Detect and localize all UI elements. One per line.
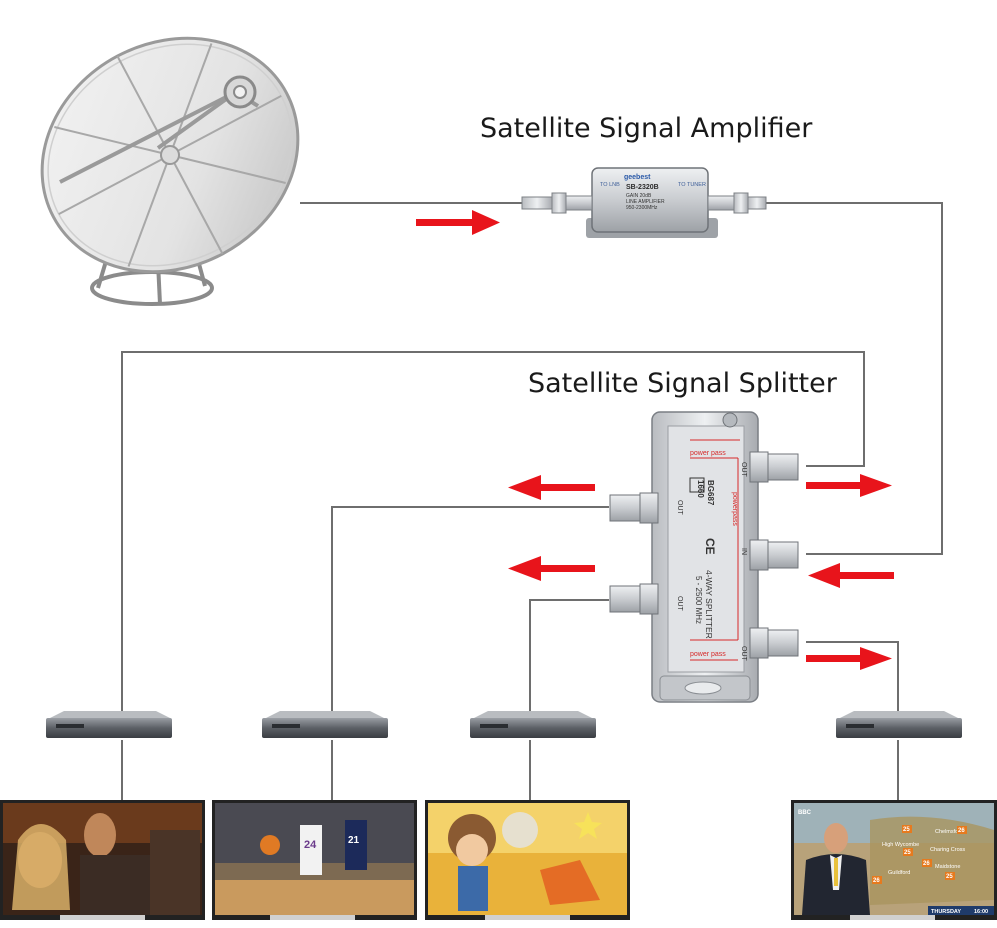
splitter-red-traces — [690, 439, 740, 661]
arrow-in — [808, 563, 894, 588]
tv-3-cartoon — [425, 800, 630, 920]
splitter-power-pass-bottom: power pass — [690, 651, 726, 658]
tv4-place-5: Maidstone — [935, 864, 960, 870]
receivers — [46, 711, 962, 738]
splitter-out2-label: OUT — [676, 500, 683, 516]
splitter-power-pass-mid: powerpass — [731, 492, 738, 526]
satellite-dish — [40, 36, 300, 306]
splitter-out3-label: OUT — [676, 596, 683, 612]
cable-splitter-out1-to-receiver1 — [121, 351, 865, 714]
signal-splitter: power pass power pass powerpass IN OUT O… — [609, 411, 799, 703]
splitter-ce-mark: CE — [703, 538, 717, 555]
arrow-dish-to-amp — [416, 210, 500, 235]
arrow-out2 — [508, 475, 595, 500]
tv-4-weather: BBC Chelmsford High Wycombe Charing Cros… — [791, 800, 997, 920]
tv4-temp-5: 26 — [873, 878, 880, 884]
receiver-2 — [262, 711, 388, 738]
tv4-temp-2: 26 — [958, 828, 965, 834]
splitter-out4-label: OUT — [740, 646, 747, 662]
tv4-brand: BBC — [798, 810, 812, 816]
splitter-freq: 5 - 2500 MHz — [694, 576, 703, 624]
port-out1 — [749, 451, 799, 483]
splitter-ports — [609, 451, 799, 659]
amplifier-title: Satellite Signal Amplifier — [480, 113, 813, 144]
tv4-place-3: Charing Cross — [930, 847, 965, 853]
splitter-logo-icon — [689, 477, 705, 493]
lnb-icon — [223, 75, 257, 109]
cable-splitter-out4-to-receiver4 — [806, 641, 899, 714]
signal-amplifier: TO LNB TO TUNER geebest SB-2320B GAIN 20… — [521, 167, 767, 238]
cable-amplifier-to-splitter-in — [766, 202, 943, 555]
tv-1-movie — [0, 800, 205, 920]
port-in — [749, 539, 799, 571]
amp-spec1: GAIN 20dB — [626, 193, 652, 199]
signal-arrows — [416, 210, 894, 670]
arrow-out4 — [806, 647, 892, 670]
amp-port-left: TO LNB — [600, 182, 620, 188]
splitter-model-1: BG687 — [706, 480, 715, 506]
splitter-title: Satellite Signal Splitter — [528, 368, 837, 399]
tv4-place-4: Guildford — [888, 870, 910, 876]
amp-brand: geebest — [624, 174, 651, 181]
tv4-temp-1: 25 — [903, 827, 910, 833]
receiver-1 — [46, 711, 172, 738]
amp-spec3: 950-2300MHz — [626, 205, 658, 211]
amp-model: SB-2320B — [626, 184, 659, 191]
arrow-out1 — [806, 474, 892, 497]
splitter-name: 4-WAY SPLITTER — [704, 570, 714, 639]
arrow-out3 — [508, 556, 595, 581]
tv2-jersey: 24 — [304, 839, 317, 851]
splitter-out1-label: OUT — [740, 462, 747, 478]
tv4-temp-3: 25 — [904, 850, 911, 856]
splitter-in-label: IN — [740, 548, 747, 555]
cables — [121, 202, 943, 802]
amp-port-right: TO TUNER — [678, 182, 706, 188]
port-out2 — [609, 492, 659, 524]
cable-splitter-out2-to-receiver2 — [331, 506, 609, 714]
cable-splitter-out3-to-receiver3 — [529, 599, 609, 714]
splitter-power-pass-top: power pass — [690, 450, 726, 457]
port-out4 — [749, 627, 799, 659]
tv4-place-1: Chelmsford — [935, 829, 963, 835]
tv4-temp-6: 25 — [946, 874, 953, 880]
amp-spec2: LINE AMPLIFIER — [626, 199, 665, 205]
receiver-3 — [470, 711, 596, 738]
receiver-4 — [836, 711, 962, 738]
splitter-model-2: 1660 — [696, 480, 705, 498]
tv4-temp-4: 26 — [923, 861, 930, 867]
port-out3 — [609, 583, 659, 615]
tv4-footer-day: THURSDAY — [931, 909, 961, 915]
tv4-place-2: High Wycombe — [882, 842, 919, 848]
tv4-footer-time: 16:00 — [974, 909, 988, 915]
tv2-jersey2: 21 — [348, 835, 360, 846]
tv-2-basketball: 24 21 — [212, 800, 417, 920]
